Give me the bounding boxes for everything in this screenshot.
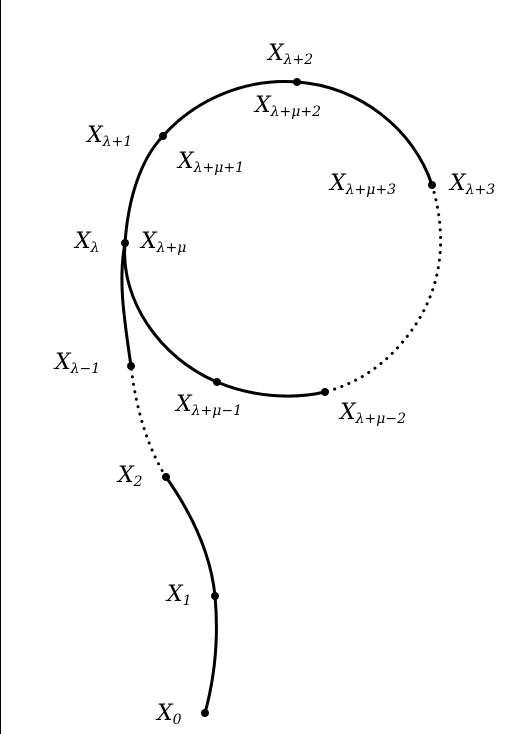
label-x2: X2 [116, 463, 143, 490]
label-x-lambda-minus-1: Xλ−1 [53, 350, 100, 377]
node-x-lambda [121, 239, 129, 247]
label-x-lambda-mu-plus-3: Xλ+μ+3 [328, 171, 396, 198]
label-x-lambda-plus-3: Xλ+3 [448, 171, 495, 198]
label-x1: X1 [165, 582, 192, 609]
label-x-lambda: Xλ [73, 229, 100, 256]
label-x-lambda-plus-2: Xλ+2 [266, 41, 313, 68]
node-x-lambda-mu-minus-1 [213, 378, 221, 386]
label-x-lambda-mu-plus-1: Xλ+μ+1 [176, 149, 244, 176]
label-x-lambda-mu-plus-2: Xλ+μ+2 [253, 93, 321, 120]
label-x0: X0 [155, 701, 182, 728]
node-x-lambda-plus-1 [159, 132, 167, 140]
cycle-solid-arc [123, 80, 434, 398]
label-x-lambda-mu-minus-1: Xλ+μ−1 [174, 392, 242, 419]
label-x-lambda-mu-minus-2: Xλ+μ−2 [338, 400, 406, 427]
label-x-lambda-plus-mu: Xλ+μ [139, 229, 186, 256]
label-x-lambda-plus-1: Xλ+1 [85, 123, 132, 150]
cycle-dotted-arc [323, 183, 443, 394]
node-x-lambda-plus-3 [428, 181, 436, 189]
left-border [0, 0, 1, 734]
node-x1 [211, 592, 219, 600]
tail-dotted-curve [129, 364, 168, 479]
node-x-lambda-minus-1 [127, 362, 135, 370]
node-x-lambda-mu-minus-2 [321, 388, 329, 396]
node-x0 [201, 709, 209, 717]
node-x-lambda-plus-2 [293, 78, 301, 86]
node-x2 [162, 473, 170, 481]
tail-to-cycle-curve [120, 241, 133, 368]
